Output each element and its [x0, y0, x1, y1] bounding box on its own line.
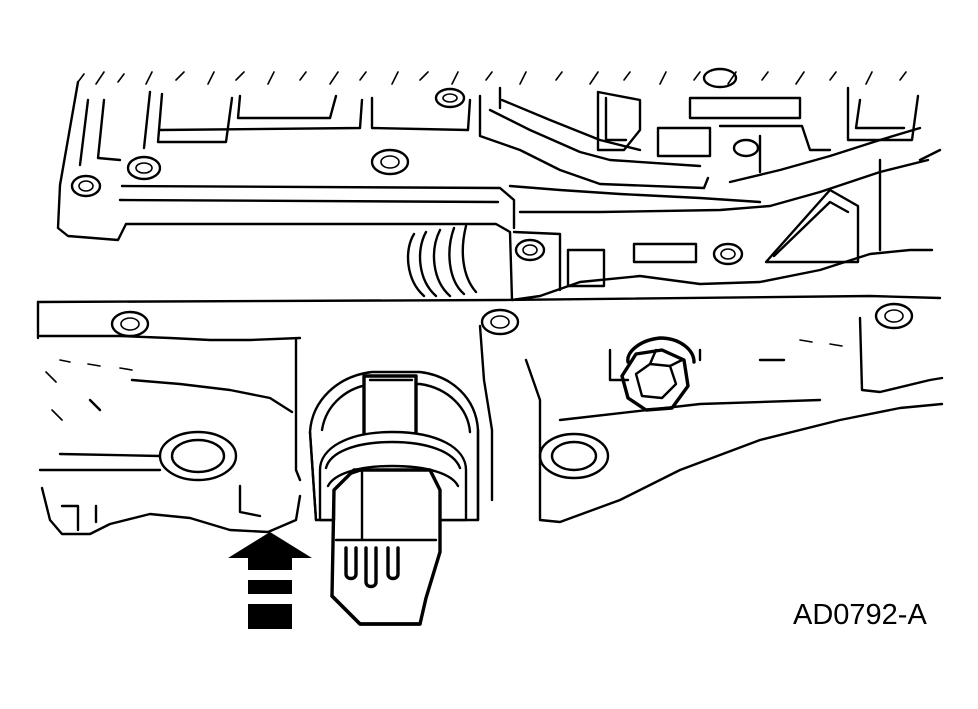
lower-valve-body-casting — [36, 294, 944, 536]
figure-id-label: AD0792-A — [793, 599, 927, 631]
upward-direction-arrow — [228, 532, 312, 629]
sensor-connector — [308, 370, 480, 626]
upper-valve-body-plate — [56, 67, 942, 302]
